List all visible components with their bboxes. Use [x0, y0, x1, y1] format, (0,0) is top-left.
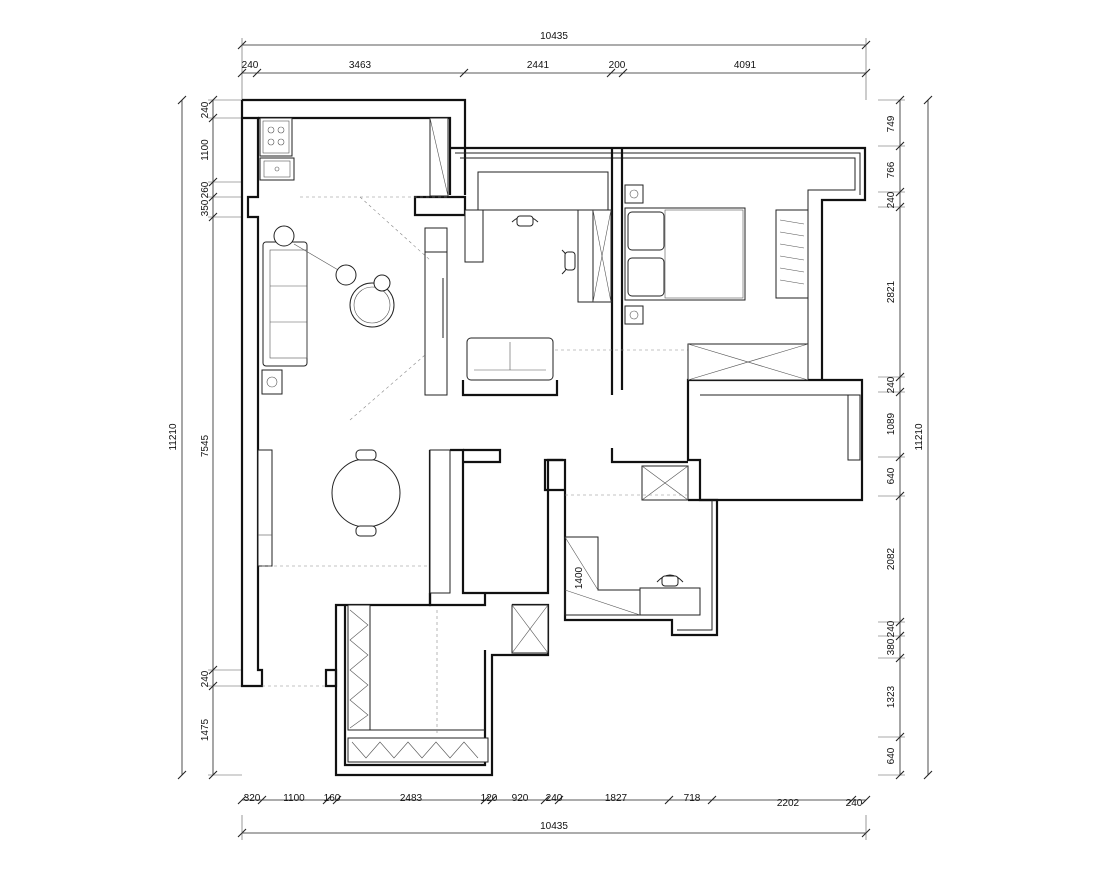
desk-chair-icon [561, 249, 576, 275]
right-seg-12: 640 [886, 747, 897, 764]
kitchen-counter-bottom [347, 737, 489, 763]
kitchen-stove-icon [259, 117, 293, 157]
nightstand-bottom [624, 305, 644, 325]
left-total-label: 11210 [168, 423, 179, 451]
left-seg-5: 7545 [200, 434, 211, 457]
right-seg-9: 240 [886, 620, 897, 637]
right-seg-7: 640 [886, 467, 897, 484]
kitchen-inner-outline [369, 605, 485, 731]
study-chair-icon [511, 215, 539, 227]
bottom-dimension-segments: 320 1100 160 2483 120 920 240 1827 718 2… [237, 793, 871, 809]
bottom-total-label: 10435 [540, 821, 568, 832]
interior-dimension-label: 1400 [574, 566, 585, 589]
study-desk-top [477, 171, 609, 211]
left-dimension-segments: 240 1100 260 350 7545 240 1475 [200, 95, 242, 780]
right-seg-10: 380 [886, 638, 897, 655]
top-seg-2: 3463 [349, 60, 372, 71]
left-seg-6: 240 [200, 670, 211, 687]
left-seg-1: 240 [200, 101, 211, 118]
bottom-seg-11: 240 [846, 798, 863, 809]
bottom-seg-5: 120 [481, 793, 498, 804]
bottom-seg-9: 718 [684, 793, 701, 804]
right-seg-11: 1323 [886, 685, 897, 708]
lamp-cord [293, 243, 346, 275]
right-dimension-segments: 749 766 240 2821 240 1089 640 2082 240 3… [878, 95, 905, 780]
bottom-seg-1: 320 [244, 793, 261, 804]
right-seg-4: 2821 [886, 280, 897, 303]
right-seg-1: 749 [886, 115, 897, 132]
bottom-seg-10: 2202 [777, 798, 800, 809]
bottom-seg-4: 2483 [400, 793, 423, 804]
bottom-seg-2: 1100 [283, 793, 305, 804]
bedroom2-desk [639, 587, 701, 616]
coffee-table-icon [349, 282, 395, 328]
bottom-seg-8: 1827 [605, 793, 628, 804]
study-shelf [464, 209, 484, 263]
kitchen-counter-left [347, 604, 371, 731]
left-seg-7: 1475 [200, 718, 211, 741]
top-total-label: 10435 [540, 31, 568, 42]
top-dimension-segments: 240 3463 2441 200 4091 [237, 60, 871, 78]
wardrobe-unit-diagonal [429, 117, 449, 197]
top-dimension-total: 10435 [237, 31, 871, 100]
left-seg-4: 350 [200, 199, 211, 216]
cabinet-icon [261, 369, 283, 395]
kitchen-sink-icon [259, 157, 295, 181]
exterior-walls [240, 98, 867, 777]
left-seg-3: 260 [200, 181, 211, 198]
bottom-seg-3: 160 [324, 793, 341, 804]
nightstand-top [624, 184, 644, 204]
right-seg-8: 2082 [886, 547, 897, 570]
top-seg-3: 2441 [527, 60, 550, 71]
right-seg-2: 766 [886, 161, 897, 178]
right-seg-3: 240 [886, 191, 897, 208]
bedroom-wardrobe [775, 209, 809, 299]
bed-icon [624, 207, 746, 301]
left-dimension-total: 11210 [168, 95, 187, 780]
tv-cabinet-top [424, 227, 448, 253]
dining-table-icon [331, 449, 401, 537]
sofa-icon [262, 241, 308, 367]
floor-lamp-icon [273, 225, 295, 247]
study-sofa-icon [466, 337, 554, 381]
stool-icon [373, 274, 391, 292]
top-seg-5: 4091 [734, 60, 757, 71]
bedroom2-chair-icon [656, 574, 684, 587]
tv-cabinet [424, 251, 448, 396]
top-seg-1: 240 [242, 60, 259, 71]
right-dimension-total: 11210 [914, 95, 933, 780]
bottom-seg-7: 240 [546, 793, 563, 804]
sideboard [257, 449, 273, 567]
bottom-dimension-total: 10435 [237, 815, 871, 840]
top-seg-4: 200 [609, 60, 626, 71]
tall-cabinet [429, 449, 451, 594]
side-table-icon [335, 264, 357, 286]
right-seg-6: 1089 [886, 412, 897, 435]
left-seg-2: 1100 [200, 139, 211, 161]
right-total-label: 11210 [914, 423, 925, 451]
bottom-seg-6: 920 [512, 793, 529, 804]
right-seg-5: 240 [886, 376, 897, 393]
